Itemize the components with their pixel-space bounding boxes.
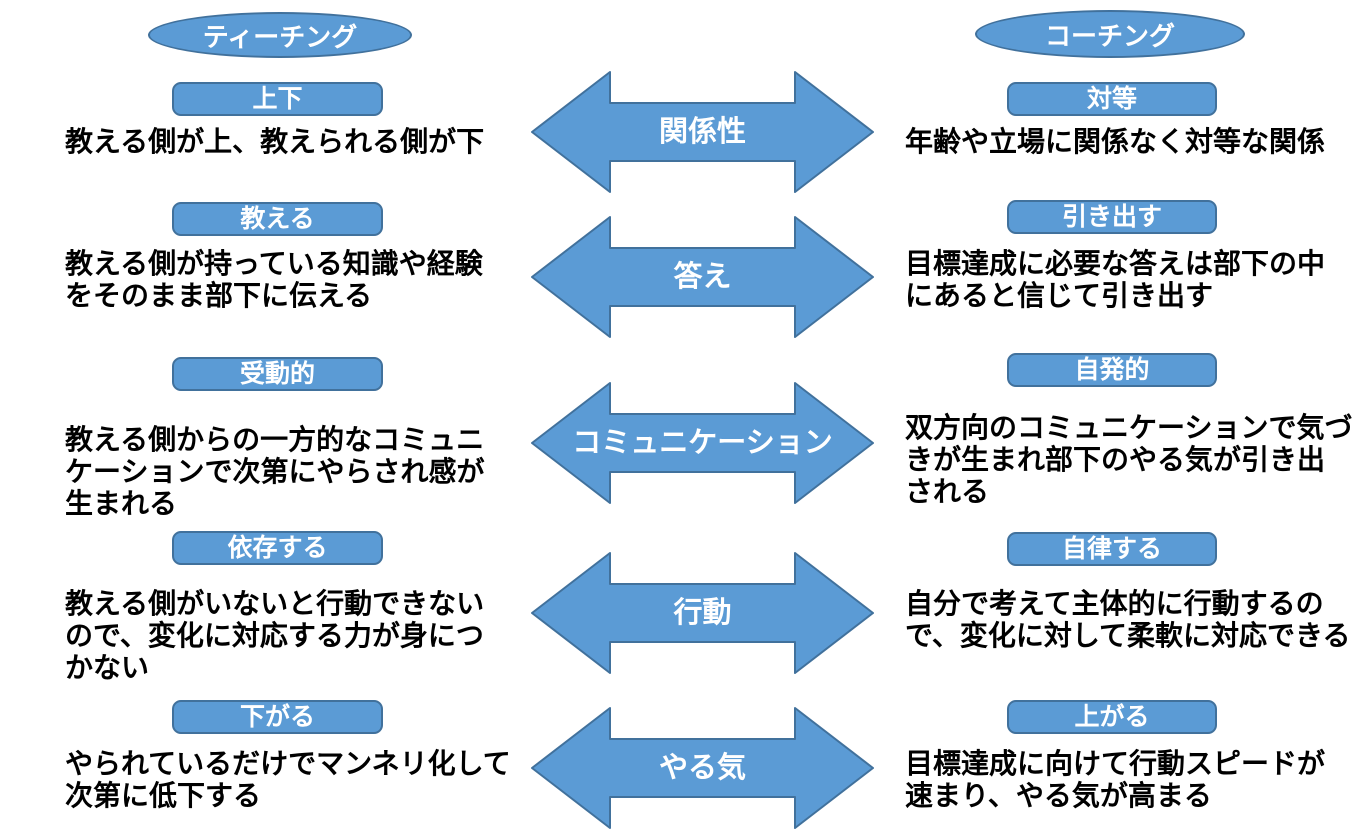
coaching-attribute-badge: 上がる <box>1007 700 1217 734</box>
coaching-attribute-badge: 自発的 <box>1007 353 1217 387</box>
coaching-attribute-badge: 対等 <box>1007 82 1217 116</box>
coaching-description: 自分で考えて主体的に行動するので、変化に対して柔軟に対応できる <box>905 588 1351 651</box>
teaching-attribute-badge: 依存する <box>172 531 383 565</box>
category-label: 関係性 <box>659 115 746 148</box>
teaching-description: 教える側からの一方的なコミュニケーションで次第にやらされ感が生まれる <box>65 424 485 519</box>
category-label: やる気 <box>659 751 746 784</box>
teaching-description: 教える側がいないと行動できないので、変化に対応する力が身につかない <box>65 588 485 683</box>
teaching-description: 教える側が持っている知識や経験をそのまま部下に伝える <box>65 248 483 311</box>
teaching-attribute-badge: 受動的 <box>172 357 383 391</box>
coaching-header-label: コーチング <box>1044 20 1175 51</box>
category-label: 行動 <box>672 596 731 629</box>
double-arrow-shape <box>531 382 874 504</box>
double-arrow-shape <box>531 216 874 338</box>
coaching-attribute-badge: 自律する <box>1007 532 1217 566</box>
double-arrow: やる気 <box>531 707 874 829</box>
teaching-header-label: ティーチング <box>202 21 358 52</box>
coaching-description: 目標達成に向けて行動スピードが速まり、やる気が高まる <box>905 748 1326 811</box>
teaching-header-ellipse: ティーチング <box>148 12 412 58</box>
double-arrow: コミュニケーション <box>531 382 874 504</box>
teaching-description: 教える側が上、教えられる側が下 <box>65 126 485 157</box>
teaching-attribute-badge: 下がる <box>172 700 383 734</box>
coaching-description: 目標達成に必要な答えは部下の中にあると信じて引き出す <box>905 248 1326 311</box>
double-arrow-shape <box>531 552 874 674</box>
double-arrow: 関係性 <box>531 71 874 193</box>
coaching-description: 年齢や立場に関係なく対等な関係 <box>905 126 1326 157</box>
teaching-description: やられているだけでマンネリ化して次第に低下する <box>65 748 511 811</box>
double-arrow-shape <box>531 707 874 829</box>
category-label: コミュニケーション <box>572 427 832 459</box>
coaching-attribute-badge: 引き出す <box>1007 200 1217 234</box>
double-arrow: 行動 <box>531 552 874 674</box>
coaching-header-ellipse: コーチング <box>975 10 1245 58</box>
teaching-attribute-badge: 教える <box>172 202 383 236</box>
category-label: 答え <box>673 259 731 293</box>
teaching-attribute-badge: 上下 <box>172 82 383 116</box>
coaching-description: 双方向のコミュニケーションで気づきが生まれ部下のやる気が引き出される <box>905 412 1353 507</box>
double-arrow: 答え <box>531 216 874 338</box>
double-arrow-shape <box>531 71 874 193</box>
